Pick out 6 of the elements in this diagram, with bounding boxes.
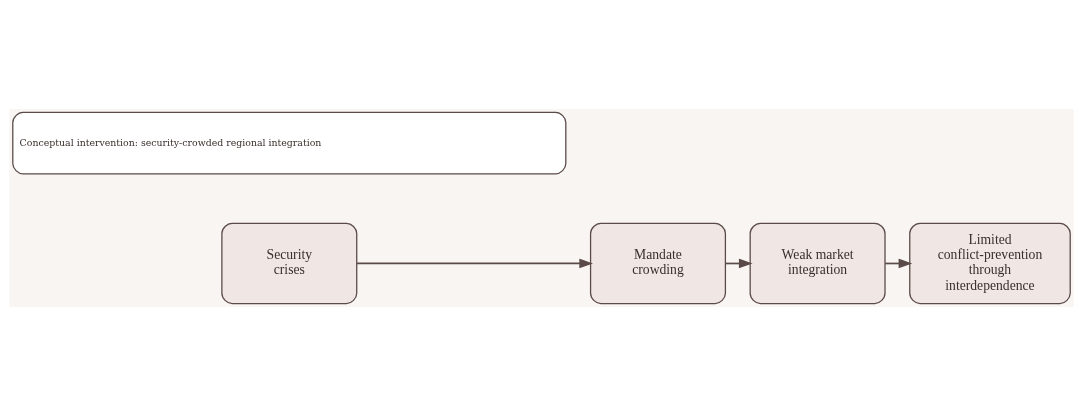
arrow: [356, 258, 593, 268]
node-box: Security crises: [221, 222, 358, 304]
node-box: Conceptual intervention: security-crowded regional integration: [12, 111, 567, 174]
node-box: Limited conflict-prevention through interdependence: [909, 222, 1071, 304]
node-box: Mandate crowding: [589, 222, 727, 304]
node-box: Weak market integration: [749, 222, 886, 304]
